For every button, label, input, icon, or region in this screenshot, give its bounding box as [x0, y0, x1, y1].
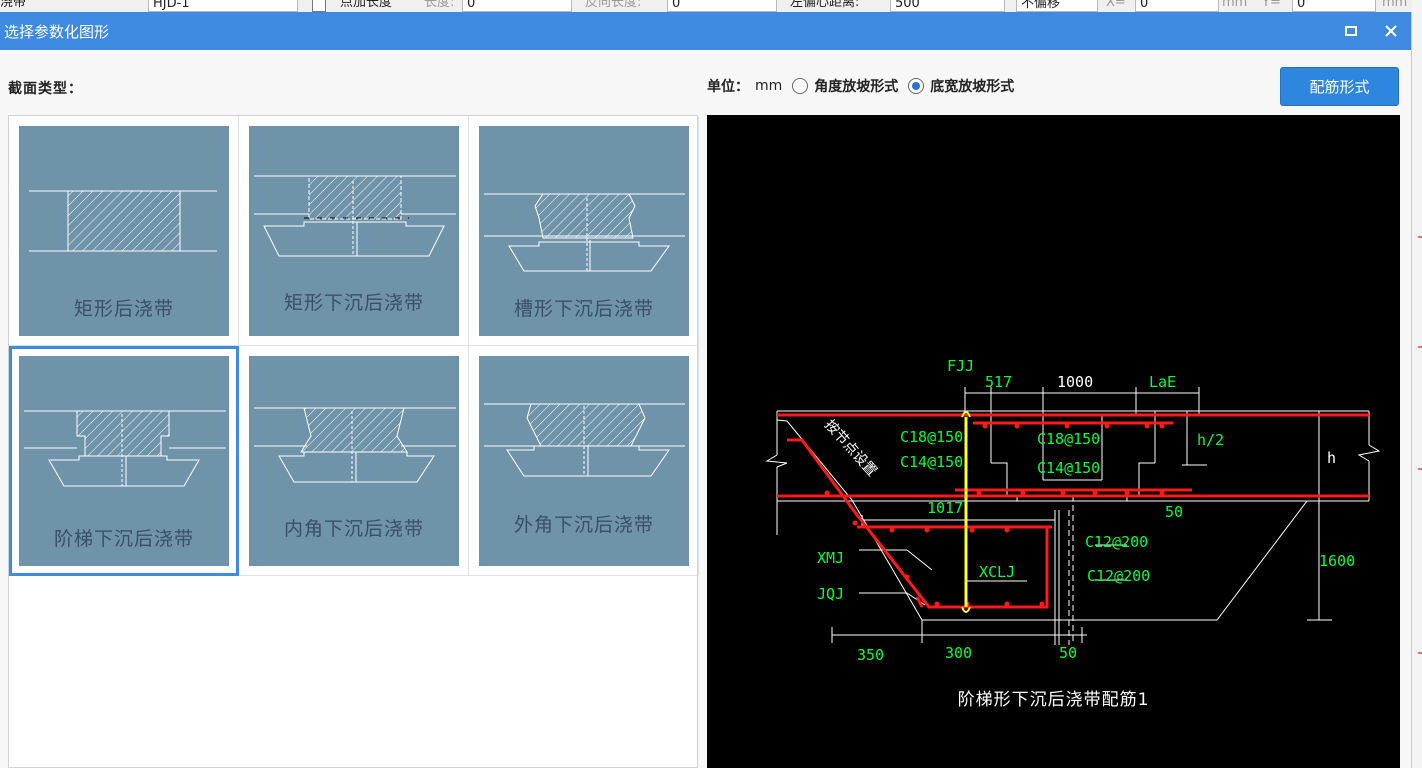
edge-mark	[1418, 236, 1422, 238]
label-c14-left: C14@150	[900, 453, 963, 471]
gallery-item-label: 矩形下沉后浇带	[283, 292, 424, 314]
bg-length-label: 长度:	[424, 0, 455, 10]
label-xclj: XCLJ	[979, 563, 1015, 581]
label-h: h	[1327, 449, 1336, 467]
width-slope-radio[interactable]	[908, 78, 925, 94]
label-fjj: FJJ	[947, 357, 974, 375]
dim-1000: 1000	[1057, 373, 1093, 391]
gallery-item-label: 阶梯下沉后浇带	[53, 528, 194, 550]
bg-x-unit: mm	[1222, 0, 1248, 10]
rebar-preview-canvas: FJJ 517 1000 LaE C18@150 C18@150 h/2 h C…	[707, 115, 1400, 768]
bg-x-label: X=	[1106, 0, 1126, 10]
gallery-item-inner-angle-sunken[interactable]: 内角下沉后浇带	[239, 346, 469, 576]
gallery-item-label: 矩形后浇带	[73, 298, 174, 320]
gallery-item-rect-post-pour[interactable]: 矩形后浇带	[9, 116, 239, 346]
dim-517: 517	[985, 373, 1012, 391]
gallery-item-channel-sunken[interactable]: 槽形下沉后浇带	[469, 116, 699, 346]
rebar-detail-drawing: FJJ 517 1000 LaE C18@150 C18@150 h/2 h C…	[765, 357, 1381, 664]
label-c18-right: C18@150	[1037, 430, 1100, 448]
angle-slope-radio[interactable]	[792, 78, 809, 94]
label-jqj: JQJ	[817, 585, 844, 603]
bg-code-select[interactable]: HJD-1	[148, 0, 298, 12]
label-h-half: h/2	[1197, 431, 1224, 449]
bg-y-unit: mm	[1382, 0, 1408, 10]
gallery-item-label: 槽形下沉后浇带	[513, 298, 654, 320]
bg-length-input[interactable]: 0	[462, 0, 572, 12]
gallery-item-label: 内角下沉后浇带	[283, 518, 424, 540]
shape-thumbnail: 阶梯下沉后浇带	[19, 356, 229, 566]
gallery-item-rect-sunken[interactable]: 矩形下沉后浇带	[239, 116, 469, 346]
step-sunken-drawing	[24, 410, 226, 487]
bg-type-select[interactable]: 浇带	[0, 0, 27, 10]
label-c12-lower: C12@200	[1087, 567, 1150, 585]
close-icon	[1385, 25, 1397, 37]
bg-add-length-checkbox[interactable]	[312, 0, 326, 12]
edge-mark	[1418, 652, 1422, 654]
bg-add-length-label: 点加长度	[340, 0, 393, 10]
shape-thumbnail: 内角下沉后浇带	[249, 356, 459, 566]
dim-350: 350	[857, 646, 884, 664]
background-window-edge	[1412, 0, 1422, 768]
shape-thumbnail: 矩形后浇带	[19, 126, 229, 336]
edge-mark	[1418, 468, 1422, 470]
bg-reverse-length-input[interactable]: 0	[667, 0, 777, 12]
label-c12-upper: C12@200	[1085, 533, 1148, 551]
rect-sunken-drawing	[254, 175, 456, 257]
bg-offset-label: 左偏心距离:	[790, 0, 860, 10]
dim-300: 300	[945, 644, 972, 662]
gallery-item-label: 外角下沉后浇带	[513, 514, 654, 536]
radio-selected-dot	[912, 82, 921, 90]
preview-caption: 阶梯形下沉后浇带配筋1	[957, 690, 1150, 710]
unit-label: 单位：	[707, 79, 749, 95]
label-c18-left: C18@150	[900, 428, 963, 446]
label-lae: LaE	[1149, 373, 1176, 391]
dim-1017: 1017	[927, 499, 963, 517]
bg-offset-input[interactable]: 500	[890, 0, 1005, 12]
shape-thumbnail: 矩形下沉后浇带	[249, 126, 459, 336]
dim-1600: 1600	[1319, 552, 1355, 570]
width-slope-label: 底宽放坡形式	[930, 79, 1015, 95]
background-toolbar: 浇带 HJD-1 点加长度 长度: 0 反向长度: 0 左偏心距离: 500 不…	[0, 0, 1422, 12]
dim-50-bottom: 50	[1059, 644, 1077, 662]
bg-reverse-length-label: 反向长度:	[585, 0, 642, 10]
bg-x-input[interactable]: 0	[1135, 0, 1219, 12]
label-xmj: XMJ	[817, 549, 844, 567]
label-slant-note: 按节点设置	[821, 417, 880, 480]
shape-thumbnail: 槽形下沉后浇带	[479, 126, 689, 336]
unit-value: mm	[755, 78, 783, 94]
angle-slope-option[interactable]: 角度放坡形式	[792, 76, 898, 96]
channel-sunken-drawing	[484, 193, 685, 272]
gallery-item-outer-angle-sunken[interactable]: 外角下沉后浇带	[469, 346, 699, 576]
maximize-button[interactable]	[1331, 12, 1371, 50]
shape-thumbnail: 外角下沉后浇带	[479, 356, 689, 566]
edge-mark	[1418, 346, 1422, 348]
bg-offset-mode-select[interactable]: 不偏移	[1016, 0, 1098, 12]
close-button[interactable]	[1371, 12, 1411, 50]
bg-y-label: Y=	[1262, 0, 1281, 10]
maximize-icon	[1345, 26, 1357, 36]
width-slope-option[interactable]: 底宽放坡形式	[908, 76, 1014, 96]
rebar-style-button[interactable]: 配筋形式	[1280, 67, 1399, 106]
bg-y-input[interactable]: 0	[1292, 0, 1376, 12]
dialog-titlebar[interactable]: 选择参数化图形	[0, 12, 1411, 50]
outer-angle-sunken-drawing	[484, 403, 685, 477]
section-type-label: 截面类型：	[8, 81, 83, 97]
dim-50-right: 50	[1165, 503, 1183, 521]
unit-bar: 单位： mm 角度放坡形式 底宽放坡形式	[707, 75, 1024, 97]
angle-slope-label: 角度放坡形式	[814, 79, 899, 95]
inner-angle-sunken-drawing	[254, 407, 456, 483]
dialog-title: 选择参数化图形	[4, 22, 110, 41]
gallery-item-step-sunken[interactable]: 阶梯下沉后浇带	[9, 346, 239, 576]
section-type-gallery: 矩形后浇带 矩形下沉后浇带	[8, 115, 699, 768]
label-c14-right: C14@150	[1037, 459, 1100, 477]
rect-post-pour-drawing	[29, 190, 217, 252]
